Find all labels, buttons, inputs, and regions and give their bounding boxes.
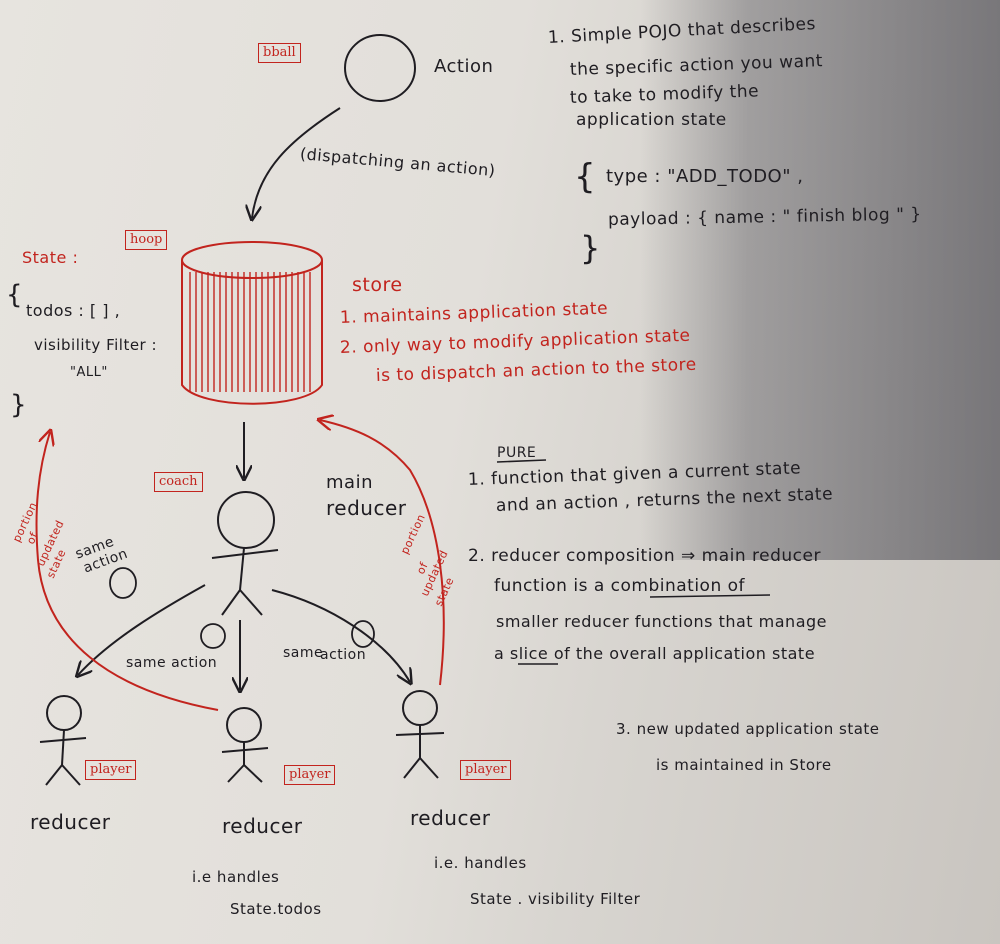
player-figure-mid	[221, 707, 269, 783]
state-all: "ALL"	[70, 365, 108, 380]
reducer-note-line5: smaller reducer functions that manage	[496, 612, 827, 631]
dispatch-arrow	[252, 107, 341, 218]
same-action-mid: same action	[126, 655, 218, 671]
code-close-brace: }	[580, 229, 601, 267]
tag-player-left: player	[85, 760, 137, 780]
player-figure-left	[39, 695, 87, 786]
tag-player-right: player	[460, 760, 512, 780]
player-figure-right	[395, 690, 445, 779]
reducer-note-line3: 2. reducer composition ⇒ main reducer	[468, 546, 821, 566]
combination-underline	[649, 594, 771, 598]
coach-to-right-reducer-arrow	[271, 589, 410, 682]
code-open-brace: {	[574, 157, 597, 197]
reducer-note-line7: 3. new updated application state	[616, 720, 880, 738]
left-return-arrow	[35, 432, 219, 711]
code-type-line: type : "ADD_TODO" ,	[606, 166, 804, 187]
pure-label: PURE	[497, 445, 537, 461]
store-cylinder	[181, 241, 323, 405]
reducer-note-line4: function is a combination of	[494, 576, 746, 596]
reducer-label-right: reducer	[410, 806, 491, 830]
action-label: Action	[434, 56, 494, 77]
main-reducer-label-1: main	[326, 472, 373, 493]
reducer-note-line6: a slice of the overall application state	[494, 644, 816, 663]
action-ball-small-right	[351, 620, 375, 648]
mid-reducer-note-2: State.todos	[230, 900, 322, 918]
store-cylinder-stripes	[189, 272, 311, 392]
coach-to-left-reducer-arrow	[78, 584, 206, 675]
state-visibility: visibility Filter :	[34, 336, 158, 354]
coach-figure	[211, 491, 279, 616]
reducer-label-left: reducer	[30, 810, 111, 834]
state-title: State :	[22, 248, 79, 267]
action-ball-small-left	[109, 567, 137, 599]
tag-player-mid: player	[284, 765, 336, 785]
right-return-arrow	[320, 420, 445, 686]
pure-underline	[496, 459, 547, 463]
right-reducer-note-2: State . visibility Filter	[470, 890, 641, 908]
main-reducer-label-2: reducer	[326, 496, 407, 520]
reducer-label-mid: reducer	[222, 814, 303, 838]
state-todos: todos : [ ] ,	[26, 301, 121, 320]
mid-reducer-note-1: i.e handles	[192, 868, 280, 886]
same-action-right-2: action	[320, 647, 367, 663]
state-open-brace: {	[6, 280, 24, 310]
store-label: store	[352, 274, 403, 296]
action-ball-small-mid	[200, 623, 226, 649]
tag-hoop: hoop	[125, 230, 168, 250]
action-ball-shape	[344, 34, 416, 102]
reducer-note-line8: is maintained in Store	[656, 756, 832, 774]
same-action-right-1: same	[283, 645, 324, 661]
tag-coach: coach	[154, 472, 203, 492]
state-close-brace: }	[10, 390, 28, 420]
tag-bball: bball	[258, 43, 301, 63]
action-note-line4: application state	[576, 110, 727, 130]
right-reducer-note-1: i.e. handles	[434, 854, 527, 872]
